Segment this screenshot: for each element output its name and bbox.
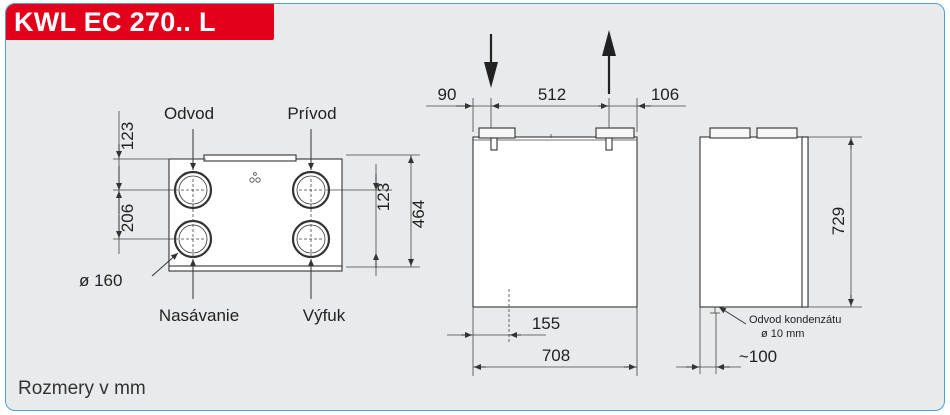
units-note: Rozmery v mm xyxy=(18,378,146,399)
depth-spigot-right xyxy=(756,127,798,139)
front-bottom-rail xyxy=(168,265,343,272)
indicator-light xyxy=(249,177,255,183)
dim-front-height: 464 xyxy=(409,200,428,228)
side-spigot-left xyxy=(478,127,516,139)
depth-spigot-left xyxy=(709,127,751,139)
side-unit-body xyxy=(472,136,638,308)
side-clip-right xyxy=(605,137,613,151)
dim-depth-height: 729 xyxy=(829,207,848,235)
side-clip-left xyxy=(490,137,498,151)
dim-depth: ~100 xyxy=(739,347,777,366)
dim-front-top: 123 xyxy=(118,122,137,150)
drawing-panel: KWL EC 270.. L xyxy=(5,3,945,411)
label-privod: Prívod xyxy=(287,104,336,123)
dim-front-right-top: 123 xyxy=(374,183,393,211)
indicator-light xyxy=(255,177,261,183)
depth-unit-body xyxy=(699,136,809,308)
technical-drawing: Odvod Prívod Nasávanie Výfuk ø 160 123 2… xyxy=(79,30,862,376)
front-view: Odvod Prívod Nasávanie Výfuk ø 160 123 2… xyxy=(79,104,428,325)
dim-side-left: 90 xyxy=(438,85,457,104)
dim-side-width: 708 xyxy=(542,346,570,365)
side-spigot-right xyxy=(595,127,635,139)
depth-view: 729 Odvod kondenzátu ø 10 mm ~100 xyxy=(676,127,862,374)
indicator-light xyxy=(253,172,257,176)
label-vyfuk: Výfuk xyxy=(303,306,346,325)
air-in-arrow xyxy=(484,62,498,88)
depth-side-panel xyxy=(801,136,809,308)
dim-side-middle: 512 xyxy=(538,85,566,104)
label-nasavanie: Nasávanie xyxy=(159,306,239,325)
front-top-rail xyxy=(203,154,297,162)
label-condensate: Odvod kondenzátu xyxy=(749,314,841,326)
title-bar: KWL EC 270.. L xyxy=(6,4,274,40)
air-out-arrow xyxy=(602,30,616,56)
label-diameter: ø 160 xyxy=(79,271,122,290)
label-condensate-size: ø 10 mm xyxy=(761,328,804,340)
product-title: KWL EC 270.. L xyxy=(14,7,216,37)
side-view: 90 512 106 155 708 xyxy=(426,30,686,376)
dim-side-offset: 155 xyxy=(532,314,560,333)
label-odvod: Odvod xyxy=(164,104,214,123)
dim-side-right: 106 xyxy=(651,85,679,104)
dim-front-spacing: 206 xyxy=(118,204,137,232)
